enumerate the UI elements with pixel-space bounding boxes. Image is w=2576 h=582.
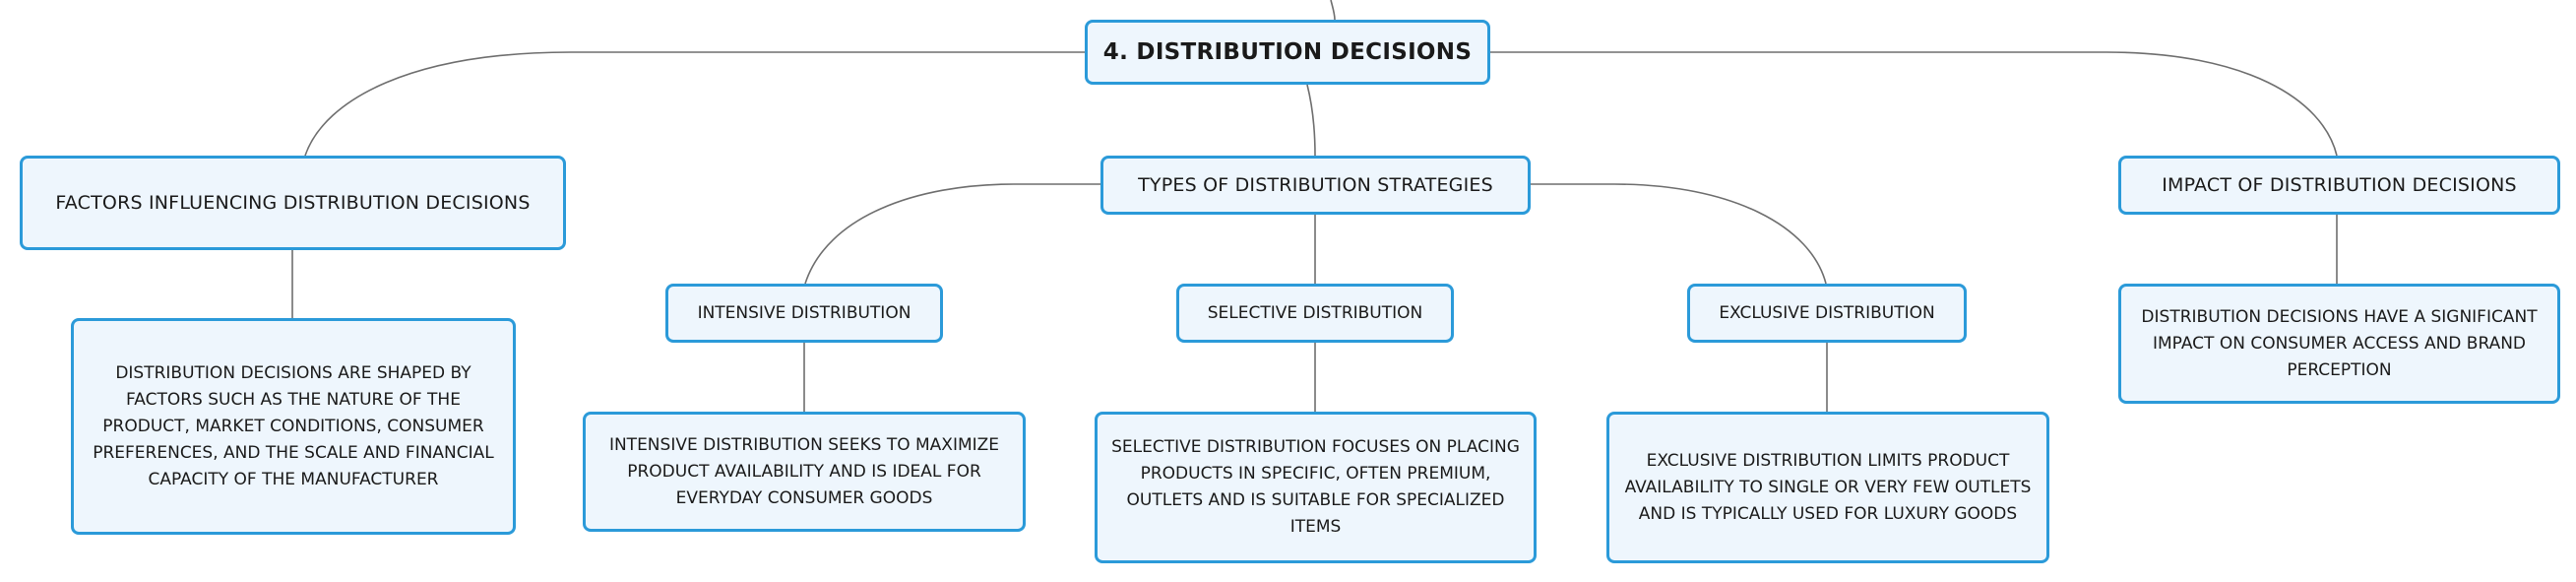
connector-types-exclusive <box>1531 183 1827 285</box>
connector-root-impact <box>1490 51 2338 157</box>
connector-root-factors <box>304 51 1085 157</box>
impact-topic-label: IMPACT OF DISTRIBUTION DECISIONS <box>2162 174 2517 196</box>
root-topic-label: 4. DISTRIBUTION DECISIONS <box>1102 39 1473 65</box>
intensive-detail-text: INTENSIVE DISTRIBUTION SEEKS TO MAXIMIZE… <box>608 434 1000 508</box>
impact-detail-text: DISTRIBUTION DECISIONS HAVE A SIGNIFICAN… <box>2141 306 2538 380</box>
selective-topic-node[interactable]: SELECTIVE DISTRIBUTION <box>1176 284 1454 343</box>
impact-topic-node[interactable]: IMPACT OF DISTRIBUTION DECISIONS <box>2118 156 2560 215</box>
impact-detail-node[interactable]: DISTRIBUTION DECISIONS HAVE A SIGNIFICAN… <box>2118 284 2560 404</box>
intensive-detail-node[interactable]: INTENSIVE DISTRIBUTION SEEKS TO MAXIMIZE… <box>583 412 1026 532</box>
exclusive-topic-label: EXCLUSIVE DISTRIBUTION <box>1719 303 1935 323</box>
factors-topic-label: FACTORS INFLUENCING DISTRIBUTION DECISIO… <box>55 192 531 214</box>
selective-detail-text: SELECTIVE DISTRIBUTION FOCUSES ON PLACIN… <box>1111 437 1520 537</box>
exclusive-topic-node[interactable]: EXCLUSIVE DISTRIBUTION <box>1687 284 1967 343</box>
connector-types-intensive <box>804 183 1100 285</box>
connector-incoming-root <box>1330 0 1336 21</box>
root-topic-node[interactable]: 4. DISTRIBUTION DECISIONS <box>1085 20 1490 85</box>
factors-detail-text: DISTRIBUTION DECISIONS ARE SHAPED BY FAC… <box>93 362 494 489</box>
factors-topic-node[interactable]: FACTORS INFLUENCING DISTRIBUTION DECISIO… <box>20 156 566 250</box>
exclusive-detail-node[interactable]: EXCLUSIVE DISTRIBUTION LIMITS PRODUCT AV… <box>1606 412 2049 563</box>
intensive-topic-label: INTENSIVE DISTRIBUTION <box>697 303 911 323</box>
types-topic-label: TYPES OF DISTRIBUTION STRATEGIES <box>1138 174 1493 196</box>
exclusive-detail-text: EXCLUSIVE DISTRIBUTION LIMITS PRODUCT AV… <box>1624 450 2032 524</box>
selective-detail-node[interactable]: SELECTIVE DISTRIBUTION FOCUSES ON PLACIN… <box>1095 412 1537 563</box>
intensive-topic-node[interactable]: INTENSIVE DISTRIBUTION <box>665 284 943 343</box>
connector-root-types <box>1306 84 1316 157</box>
types-topic-node[interactable]: TYPES OF DISTRIBUTION STRATEGIES <box>1100 156 1531 215</box>
factors-detail-node[interactable]: DISTRIBUTION DECISIONS ARE SHAPED BY FAC… <box>71 318 516 535</box>
selective-topic-label: SELECTIVE DISTRIBUTION <box>1207 303 1423 323</box>
